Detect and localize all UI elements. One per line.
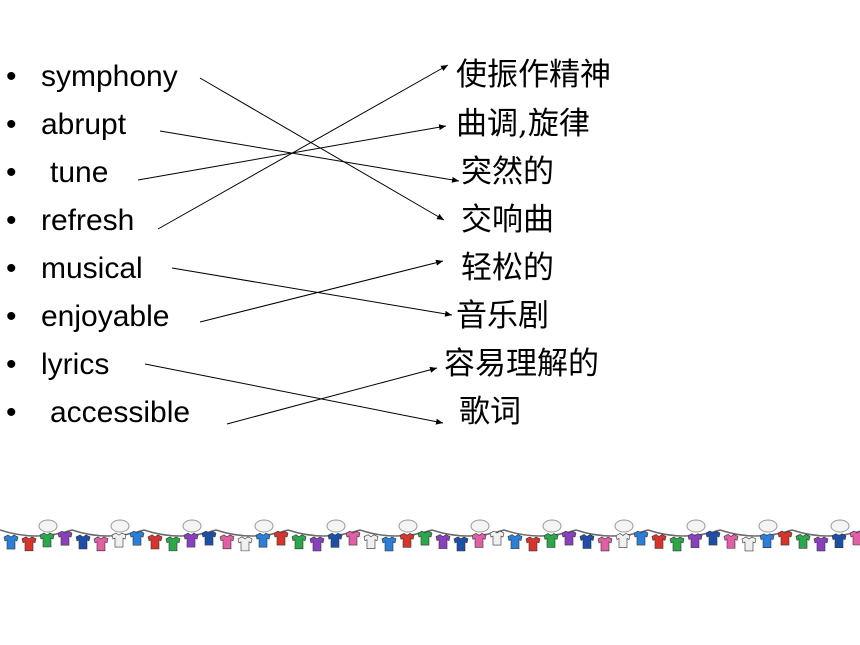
chinese-word-item: 容易理解的	[444, 346, 599, 382]
shirt-icon	[111, 532, 127, 548]
shirt-icon	[291, 534, 307, 550]
shirt-icon	[309, 536, 325, 552]
shirt-icon	[435, 534, 451, 549]
shirt-icon	[237, 536, 253, 552]
cloud-icon	[614, 519, 634, 533]
shirt-icon	[453, 536, 469, 552]
shirt-icon	[129, 530, 145, 546]
shirt-icon	[543, 533, 559, 548]
shirt-icon	[615, 533, 631, 548]
shirt-icon	[3, 534, 19, 550]
shirt-icon	[777, 530, 793, 546]
shirt-icon	[633, 530, 649, 546]
english-word: symphony	[41, 60, 178, 93]
shirt-icon	[165, 536, 181, 552]
chinese-word-item: 音乐剧	[456, 298, 549, 334]
shirt-icon	[561, 530, 577, 546]
english-item-abrupt: • abrupt	[0, 105, 300, 145]
shirt-icon	[93, 536, 109, 552]
shirt-icon	[525, 536, 541, 552]
clothesline-rope	[0, 529, 860, 537]
english-word: accessible	[50, 396, 191, 429]
shirt-icon	[741, 536, 757, 552]
shirt-icon	[669, 536, 685, 552]
english-item-tune: • tune	[0, 153, 300, 193]
chinese-word-item: 歌词	[459, 394, 521, 430]
shirt-icon	[201, 530, 217, 546]
english-item-refresh: • refresh	[0, 201, 300, 241]
shirt-icon	[147, 534, 163, 550]
shirt-icon	[219, 534, 235, 550]
shirt-icon	[345, 530, 361, 546]
english-item-musical: • musical	[0, 249, 300, 289]
shirt-icon	[507, 534, 523, 549]
english-word: abrupt	[41, 108, 127, 141]
bullet: •	[6, 204, 17, 237]
cloud-icon	[398, 519, 418, 533]
shirt-icon	[759, 533, 775, 548]
shirt-icon	[597, 536, 613, 552]
shirt-icon	[687, 533, 703, 548]
english-item-accessible: • accessible	[0, 393, 300, 433]
bullet: •	[6, 156, 17, 189]
bullet: •	[6, 60, 17, 93]
english-word: lyrics	[41, 348, 110, 381]
shirt-icon	[849, 530, 860, 546]
bullet: •	[6, 252, 17, 285]
chinese-word-item: 轻松的	[461, 250, 554, 286]
cloud-icon	[686, 519, 706, 533]
chinese-word-item: 曲调,旋律	[456, 106, 590, 142]
bullet: •	[6, 300, 17, 333]
english-item-lyrics: • lyrics	[0, 345, 300, 385]
cloud-icon	[182, 519, 202, 533]
shirt-icon	[39, 532, 55, 548]
shirt-icon	[381, 536, 397, 552]
shirt-icon	[417, 530, 433, 546]
shirt-icon	[57, 530, 73, 546]
shirt-icon	[471, 533, 487, 548]
bullet: •	[6, 396, 17, 429]
cloud-icon	[326, 519, 346, 533]
english-word: refresh	[41, 204, 135, 237]
shirt-icon	[363, 534, 379, 550]
chinese-word-item: 交响曲	[461, 202, 554, 238]
shirt-icon	[705, 530, 721, 546]
shirt-icon	[489, 530, 505, 546]
chinese-word-item: 使振作精神	[456, 57, 611, 93]
english-item-symphony: • symphony	[0, 57, 300, 97]
english-word: enjoyable	[41, 300, 170, 333]
shirt-icon	[75, 534, 91, 550]
hanging-shirts	[0, 519, 860, 552]
cloud-icon	[542, 519, 562, 533]
chinese-word-item: 突然的	[461, 154, 554, 190]
clothesline-border	[0, 519, 860, 552]
bullet: •	[6, 348, 17, 381]
shirt-icon	[723, 534, 739, 549]
shirt-icon	[579, 534, 595, 549]
cloud-icon	[38, 519, 58, 533]
shirt-icon	[795, 533, 811, 549]
cloud-icon	[830, 519, 850, 533]
shirt-icon	[651, 534, 667, 549]
cloud-icon	[110, 519, 130, 533]
shirt-icon	[831, 533, 847, 549]
shirt-icon	[183, 532, 199, 548]
english-item-enjoyable: • enjoyable	[0, 297, 300, 337]
cloud-icon	[470, 519, 490, 533]
shirt-icon	[273, 530, 289, 546]
shirt-icon	[255, 532, 271, 548]
english-word: tune	[50, 156, 109, 189]
cloud-icon	[758, 519, 778, 533]
cloud-icon	[254, 519, 274, 533]
shirt-icon	[327, 532, 343, 548]
shirt-icon	[399, 532, 415, 548]
shirt-icon	[813, 536, 829, 552]
bullet: •	[6, 108, 17, 141]
english-word: musical	[41, 252, 143, 285]
shirt-icon	[21, 536, 37, 552]
